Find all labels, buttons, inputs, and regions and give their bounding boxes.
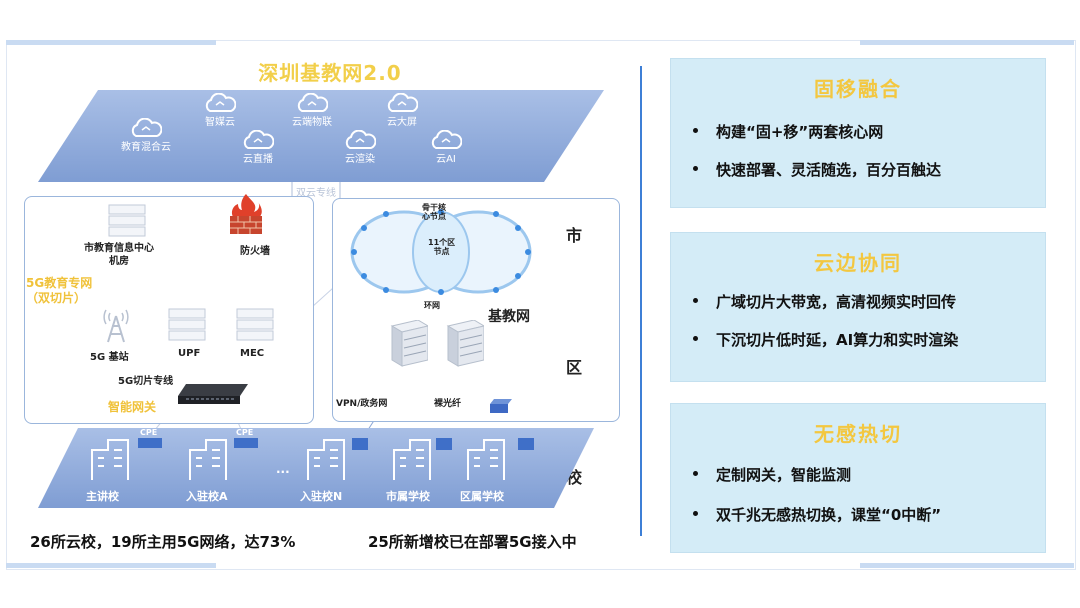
mec-server-icon: [236, 308, 274, 346]
cloud-label: 云端物联: [292, 117, 332, 128]
school-label: 主讲校: [86, 490, 119, 503]
bullet-dot: [693, 336, 698, 341]
panel-fixed-mobile: 固移融合 构建“固+移”两套核心网 快速部署、灵活随选，百分百触达: [670, 58, 1046, 208]
upf-server-icon: [168, 308, 206, 346]
bullet-dot: [693, 128, 698, 133]
datacenter-server-icon: [108, 204, 146, 242]
bullet-text: 广域切片大带宽，高清视频实时回传: [716, 293, 957, 311]
base-station-icon: [98, 306, 134, 348]
frame-corner: [6, 40, 216, 45]
diagram-title: 深圳基教网2.0: [258, 61, 402, 85]
divider: [640, 66, 642, 536]
cloud-label: 云直播: [243, 154, 273, 165]
panel-title: 云边协同: [814, 251, 902, 275]
cloud-icon: 云大屏: [380, 93, 424, 128]
stat-right: 25所新增校已在部署5G接入中: [368, 533, 577, 551]
bullet-text: 下沉切片低时延，AI算力和实时渲染: [716, 331, 959, 349]
firewall-icon: [228, 194, 264, 240]
panel-bullet: 构建“固+移”两套核心网: [693, 121, 883, 142]
cloud-icon: 智媒云: [200, 93, 240, 128]
bullet-text: 双千兆无感热切换，课堂“0中断”: [716, 506, 942, 524]
panel-bullet: 双千兆无感热切换，课堂“0中断”: [693, 504, 941, 525]
bullet-dot: [693, 298, 698, 303]
private-net-label: 5G教育专网 （双切片）: [26, 276, 93, 305]
panel-bullet: 快速部署、灵活随选，百分百触达: [693, 159, 941, 180]
firewall-label: 防火墙: [240, 246, 270, 257]
cloud-label: 云渲染: [345, 154, 375, 165]
frame-corner: [860, 563, 1074, 568]
bullet-dot: [693, 471, 698, 476]
ring-label: 环网: [424, 301, 440, 310]
panel-title: 固移融合: [814, 77, 902, 101]
school-label: 区属学校: [460, 490, 504, 503]
vpn-label: VPN/政务网: [336, 399, 388, 409]
frame-corner: [6, 563, 216, 568]
school-label: 入驻校N: [300, 490, 343, 503]
bullet-text: 快速部署、灵活随选，百分百触达: [716, 161, 942, 179]
district-nodes-label: 11个区 节点: [428, 238, 456, 256]
bullet-text: 构建“固+移”两套核心网: [716, 123, 884, 141]
mec-label: MEC: [240, 348, 265, 359]
ellipsis-label: ...: [276, 462, 290, 476]
fiber-label: 裸光纤: [434, 399, 462, 409]
panel-title: 无感热切: [814, 422, 902, 446]
upf-label: UPF: [178, 348, 201, 359]
school-label: 入驻校A: [186, 490, 228, 503]
datacenter-label: 市教育信息中心 机房: [84, 243, 154, 267]
cloud-plane: [38, 90, 604, 182]
panel-bullet: 广域切片大带宽，高清视频实时回传: [693, 291, 956, 312]
ring-network-diagram: [350, 209, 532, 295]
core-server-icon: [388, 319, 430, 372]
cloud-icon: 云渲染: [338, 130, 382, 165]
core-node-label: 骨干核 心节点: [422, 203, 446, 221]
gateway-switch-icon: [178, 382, 248, 410]
cpe-label: CPE: [236, 428, 254, 437]
panel-bullet: 定制网关，智能监测: [693, 464, 851, 485]
base-station-label: 5G 基站: [90, 352, 129, 363]
dual-cloud-line-label: 双云专线: [296, 188, 336, 199]
level-city-label: 市: [566, 226, 583, 245]
cpe-label: CPE: [140, 428, 158, 437]
cloud-icon: 云端物联: [286, 93, 338, 128]
panel-hot-switch: 无感热切 定制网关，智能监测 双千兆无感热切换，课堂“0中断”: [670, 403, 1046, 553]
bullet-dot: [693, 511, 698, 516]
panel-cloud-edge: 云边协同 广域切片大带宽，高清视频实时回传 下沉切片低时延，AI算力和实时渲染: [670, 232, 1046, 382]
cloud-label: 教育混合云: [121, 142, 171, 153]
cloud-label: 云AI: [436, 154, 456, 165]
bullet-text: 定制网关，智能监测: [716, 466, 852, 484]
core-server-icon: [444, 319, 486, 372]
frame-corner: [860, 40, 1074, 45]
gateway-label: 智能网关: [108, 400, 157, 414]
school-plane: [38, 428, 594, 508]
stat-left: 26所云校，19所主用5G网络，达73%: [30, 533, 296, 551]
level-district-label: 区: [566, 358, 583, 377]
slice-line-label: 5G切片专线: [118, 376, 174, 387]
cloud-icon: 教育混合云: [114, 118, 178, 153]
cloud-icon: 云AI: [426, 130, 466, 165]
cloud-icon: 云直播: [236, 130, 280, 165]
bullet-dot: [693, 166, 698, 171]
panel-bullet: 下沉切片低时延，AI算力和实时渲染: [693, 329, 958, 350]
cloud-label: 智媒云: [205, 117, 235, 128]
switch-icon: [490, 398, 512, 418]
cloud-label: 云大屏: [387, 117, 417, 128]
school-label: 市属学校: [386, 490, 430, 503]
base-network-label: 基教网: [488, 309, 530, 325]
